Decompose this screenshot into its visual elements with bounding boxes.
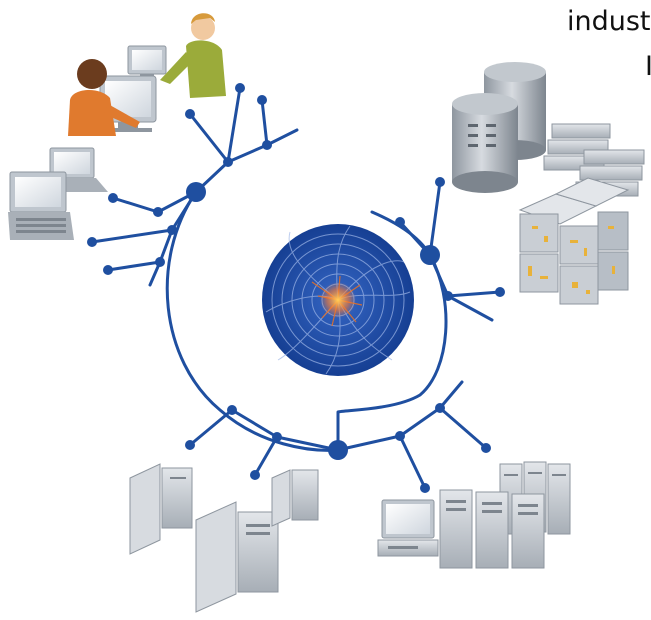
people-at-computer-icon — [68, 13, 226, 136]
workstation-icon — [129, 463, 319, 613]
particle-detector-icon — [262, 224, 414, 376]
caption-line-1: indust — [567, 6, 651, 37]
data-cube-icon — [518, 177, 630, 305]
hub-node-right — [420, 245, 440, 265]
laptop-icon — [8, 147, 108, 240]
caption-line-2: I — [645, 51, 651, 82]
tower-cluster-icon — [439, 461, 571, 569]
hub-node-upper-left — [186, 182, 206, 202]
main-ring-arc — [165, 190, 340, 452]
desktop-computer-icon — [377, 499, 439, 557]
hub-node-bottom — [328, 440, 348, 460]
network-nodes — [87, 83, 505, 493]
storage-server-icon — [452, 62, 546, 193]
